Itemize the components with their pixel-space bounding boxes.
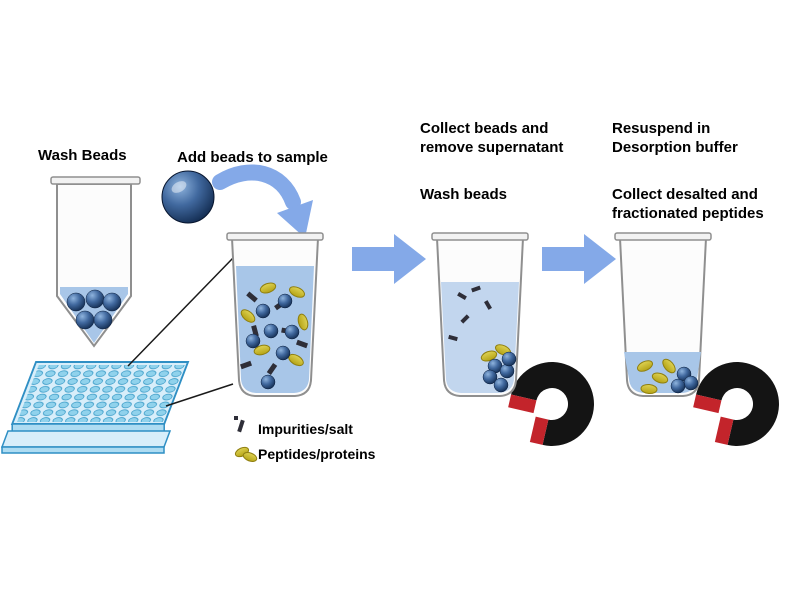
tube1-rim xyxy=(50,176,141,185)
tube-desorption xyxy=(614,232,712,397)
tube4-bead-cluster xyxy=(670,366,699,394)
tube3-bead-cluster xyxy=(482,351,517,393)
callout-lines xyxy=(127,257,234,407)
label-collect-desalted: Collect desalted and fractionated peptid… xyxy=(612,186,764,222)
tube2-rim xyxy=(226,232,324,241)
tube2-beads xyxy=(245,293,300,390)
tube3-impurities xyxy=(448,285,492,342)
tube4-peptides xyxy=(637,358,676,395)
label-wash-beads: Wash Beads xyxy=(38,147,127,164)
tube4-rim xyxy=(614,232,712,241)
tube2-peptides xyxy=(240,282,309,367)
microplate-tray-top xyxy=(0,430,172,448)
label-wash-beads-2: Wash beads xyxy=(420,186,507,203)
label-resuspend: Resuspend in Desorption buffer xyxy=(612,120,738,156)
magnetic-bead-sphere xyxy=(161,170,215,224)
legend-peptides-label: Peptides/proteins xyxy=(258,446,376,462)
flow-arrow-1 xyxy=(352,234,426,284)
legend-impurities-label: Impurities/salt xyxy=(258,421,353,437)
tube-wash-collect xyxy=(431,232,529,397)
tube3-peptides xyxy=(480,344,511,362)
curved-arrow-head xyxy=(277,200,313,238)
microplate-tray-front xyxy=(1,446,165,454)
tube3-rim xyxy=(431,232,529,241)
legend-impurities-icon xyxy=(234,416,245,433)
tube1-beads xyxy=(66,289,122,330)
label-collect-remove: Collect beads and remove supernatant xyxy=(420,120,564,156)
flow-arrow-2 xyxy=(542,234,616,284)
curved-arrow xyxy=(212,164,313,238)
label-add-beads: Add beads to sample xyxy=(177,149,328,166)
microplate-96well xyxy=(0,361,190,454)
tube-wash-beads xyxy=(50,176,141,348)
microplate-well-grid xyxy=(16,365,185,422)
tube-sample xyxy=(226,232,324,397)
legend-peptides-icon xyxy=(234,446,258,462)
